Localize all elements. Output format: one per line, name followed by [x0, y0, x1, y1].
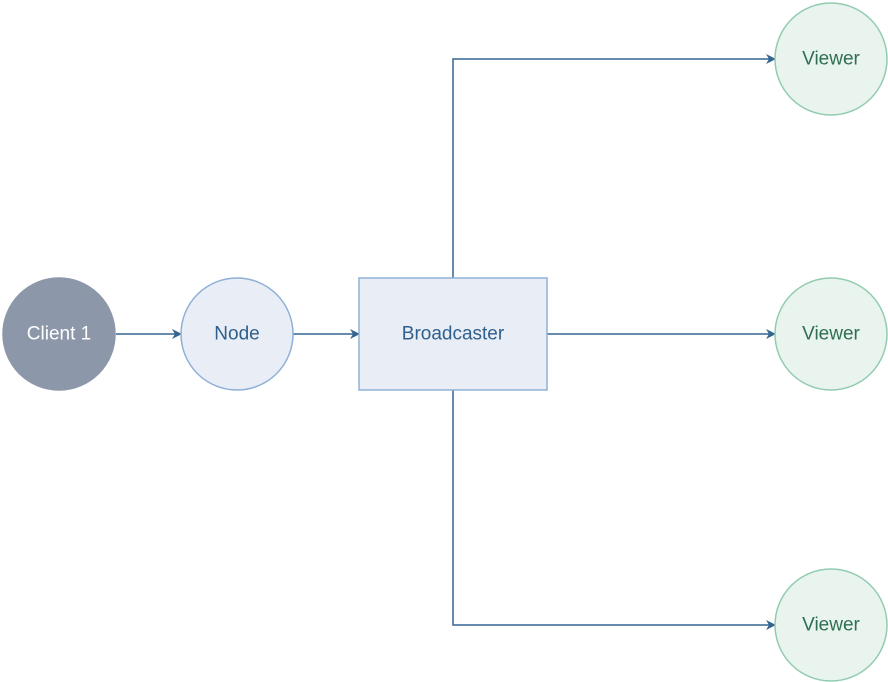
- edges: [116, 54, 776, 630]
- viewer-top-node[interactable]: Viewer: [774, 2, 888, 116]
- viewer-top-label: Viewer: [802, 49, 860, 70]
- edge-broadcaster-to-viewer-bottom: [452, 390, 776, 630]
- node-shape: [180, 277, 294, 391]
- broadcaster-node[interactable]: Broadcaster: [358, 277, 548, 391]
- viewer-middle-node[interactable]: Viewer: [774, 277, 888, 391]
- viewer-middle-shape: [774, 277, 888, 391]
- viewer-bottom-node[interactable]: Viewer: [774, 568, 888, 682]
- node-label: Node: [214, 324, 259, 345]
- edge-broadcaster-to-viewer-top: [452, 54, 776, 278]
- viewer-top-shape: [774, 2, 888, 116]
- client-node[interactable]: Client 1: [2, 277, 116, 391]
- broadcaster-shape: [358, 277, 548, 391]
- client-label: Client 1: [27, 324, 91, 345]
- relay-node[interactable]: Node: [180, 277, 294, 391]
- client-shape: [2, 277, 116, 391]
- viewer-bottom-shape: [774, 568, 888, 682]
- broadcaster-label: Broadcaster: [402, 324, 505, 345]
- viewer-middle-label: Viewer: [802, 324, 860, 345]
- viewer-bottom-label: Viewer: [802, 615, 860, 636]
